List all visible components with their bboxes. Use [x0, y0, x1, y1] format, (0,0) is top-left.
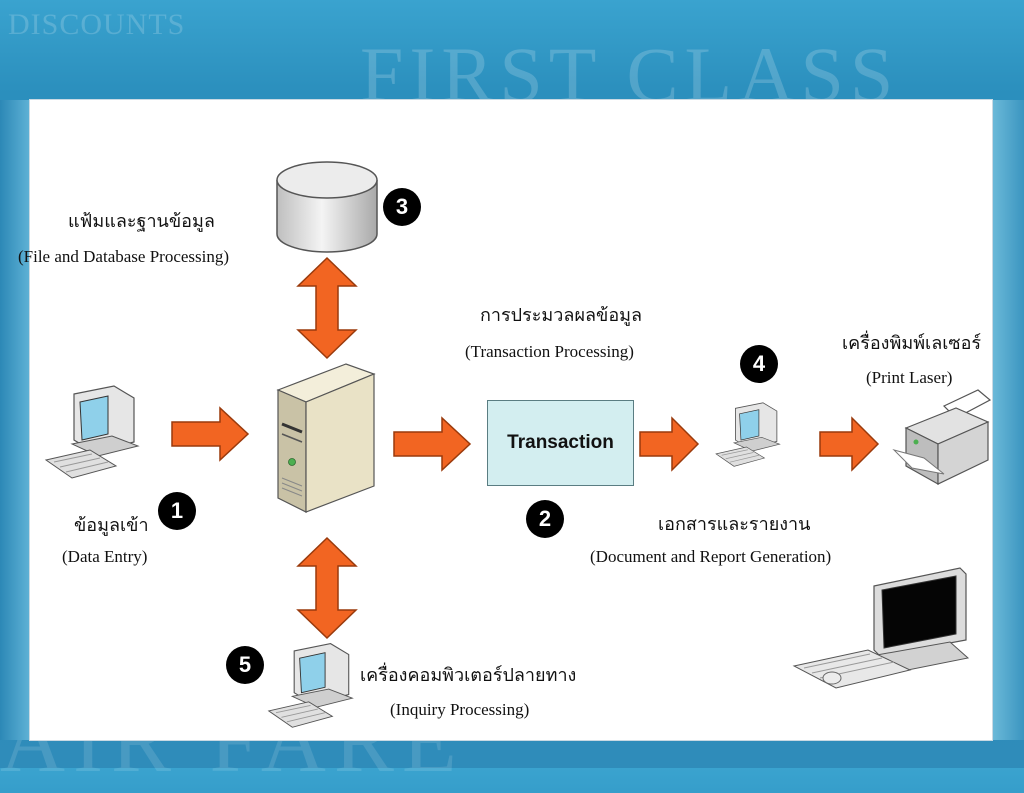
data-entry-computer-icon — [44, 385, 140, 479]
arrow-server-to-transaction — [393, 416, 472, 472]
left-decor-strip — [0, 100, 30, 740]
step-badge-3: 3 — [383, 188, 421, 226]
watermark-discounts: DISCOUNTS — [8, 8, 186, 41]
printer-label-th: เครื่องพิมพ์เลเซอร์ — [842, 333, 982, 353]
server-tower-icon — [276, 363, 376, 513]
inquiry-label-en: (Inquiry Processing) — [390, 700, 530, 719]
step-badge-5: 5 — [226, 646, 264, 684]
laser-printer-icon — [892, 389, 992, 486]
step-badge-1: 1 — [158, 492, 196, 530]
step-badge-2: 2 — [526, 500, 564, 538]
inquiry-computer-icon — [267, 643, 354, 728]
report-label-en: (Document and Report Generation) — [590, 547, 832, 566]
database-label-th: แฟ้มและฐานข้อมูล — [68, 211, 215, 231]
report-computer-icon — [715, 402, 781, 467]
inquiry-label-th: เครื่องคอมพิวเตอร์ปลายทาง — [360, 665, 577, 685]
data-entry-label-th: ข้อมูลเข้า — [74, 515, 149, 535]
arrow-entry-to-server — [171, 406, 250, 462]
transaction-label-en: (Transaction Processing) — [465, 342, 634, 361]
data-entry-label-en: (Data Entry) — [62, 547, 148, 566]
transaction-box: Transaction — [487, 400, 634, 486]
arrow-transaction-to-report — [639, 416, 700, 472]
step-badge-4: 4 — [740, 345, 778, 383]
right-decor-strip — [992, 100, 1024, 740]
arrow-server-database — [296, 256, 358, 360]
printer-label-en: (Print Laser) — [866, 368, 953, 387]
crt-monitor-keyboard-icon — [792, 567, 970, 689]
database-label-en: (File and Database Processing) — [18, 247, 230, 266]
database-cylinder-icon — [276, 161, 378, 253]
transaction-label-th: การประมวลผลข้อมูล — [480, 305, 643, 325]
arrow-server-inquiry — [296, 536, 358, 640]
arrow-report-to-printer — [819, 416, 880, 472]
report-label-th: เอกสารและรายงาน — [658, 514, 811, 534]
diagram-panel: 3 แฟ้มและฐานข้อมูล (File and Database Pr… — [18, 100, 992, 740]
